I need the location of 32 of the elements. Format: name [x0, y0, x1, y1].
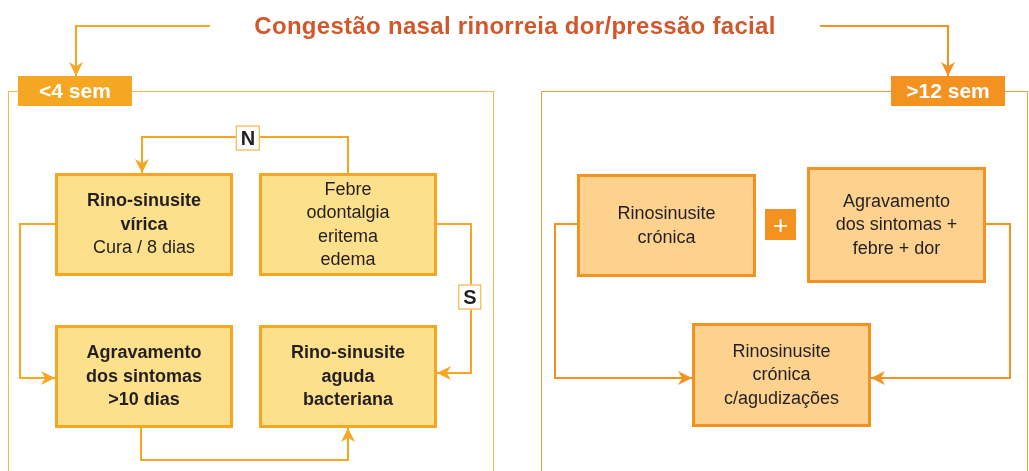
- title-text: Congestão nasal rinorreia dor/pressão facial: [210, 8, 820, 44]
- box-text: Rinosinusite crónica: [616, 202, 717, 249]
- box-text: Febre odontalgia eritema edema: [305, 177, 391, 271]
- arrow: [69, 25, 211, 77]
- arrow: [19, 223, 56, 385]
- box-text: Agravamento dos sintomas >10 dias: [85, 341, 203, 412]
- plus-label: +: [772, 211, 789, 238]
- plus-box: [765, 209, 796, 240]
- process-box: [577, 174, 756, 277]
- arrow: [870, 223, 1011, 385]
- process-box: [259, 173, 437, 276]
- process-box: [259, 325, 437, 428]
- process-box: [692, 323, 871, 427]
- process-box: [55, 325, 233, 428]
- box-text: Rino-sinusite aguda bacteriana: [290, 341, 406, 412]
- process-box: [55, 173, 233, 276]
- panel-frame: [541, 76, 1028, 471]
- period-tag: <4 sem: [18, 76, 132, 106]
- box-text: Rino-sinusite vírica: [86, 189, 202, 236]
- box-text: Rinosinusite crónica c/agudizações: [722, 339, 841, 410]
- edge-label: N: [235, 125, 261, 151]
- process-box: [807, 167, 986, 283]
- period-tag: >12 sem: [891, 76, 1005, 106]
- box-text: Agravamento dos sintomas + febre + dor: [834, 189, 959, 260]
- panel-frame: [8, 76, 494, 471]
- arrow: [140, 427, 355, 461]
- arrow: [554, 223, 693, 385]
- arrow: [436, 223, 472, 380]
- edge-label: S: [458, 284, 482, 310]
- arrow: [135, 136, 349, 174]
- arrow: [819, 25, 955, 77]
- box-text: Cura / 8 dias: [92, 236, 196, 260]
